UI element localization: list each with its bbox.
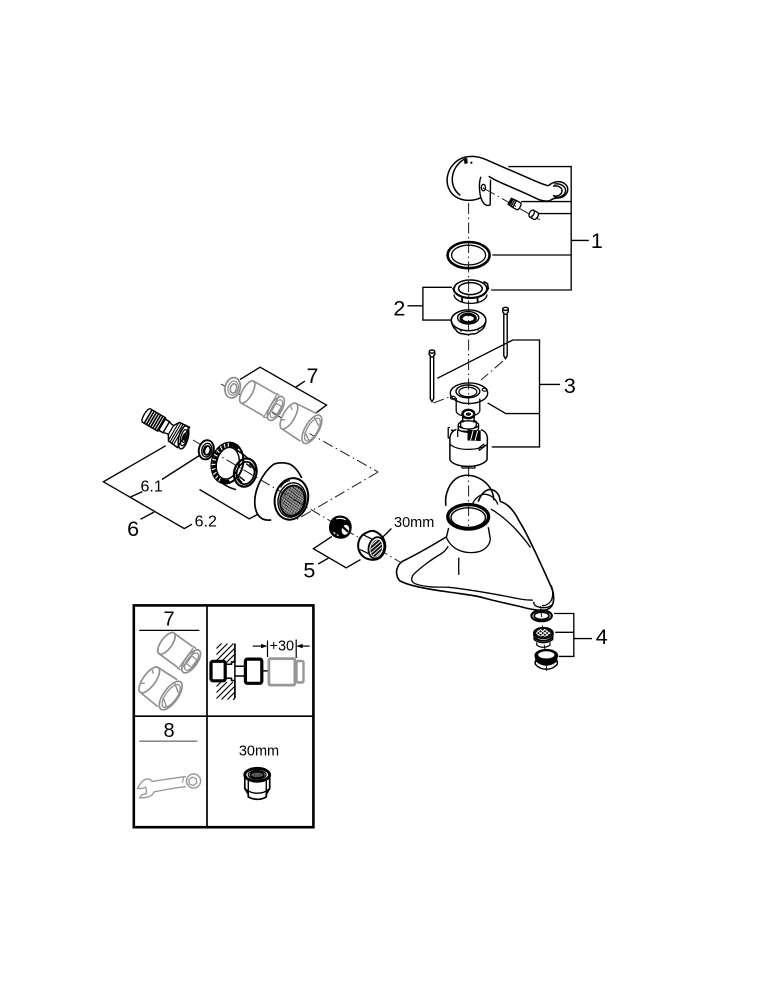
svg-text:7: 7 bbox=[307, 364, 319, 388]
svg-text:5: 5 bbox=[303, 558, 315, 582]
svg-text:30mm: 30mm bbox=[394, 515, 434, 531]
svg-text:7: 7 bbox=[163, 608, 174, 630]
svg-text:30mm: 30mm bbox=[239, 743, 279, 759]
svg-text:4: 4 bbox=[596, 625, 608, 649]
svg-text:1: 1 bbox=[591, 229, 603, 253]
svg-text:2: 2 bbox=[393, 297, 405, 321]
svg-text:3: 3 bbox=[564, 374, 576, 398]
svg-text:6: 6 bbox=[127, 517, 139, 541]
svg-text:6.2: 6.2 bbox=[195, 514, 217, 531]
svg-text:+30: +30 bbox=[269, 638, 294, 654]
svg-text:8: 8 bbox=[163, 720, 174, 742]
svg-text:6.1: 6.1 bbox=[140, 479, 162, 496]
